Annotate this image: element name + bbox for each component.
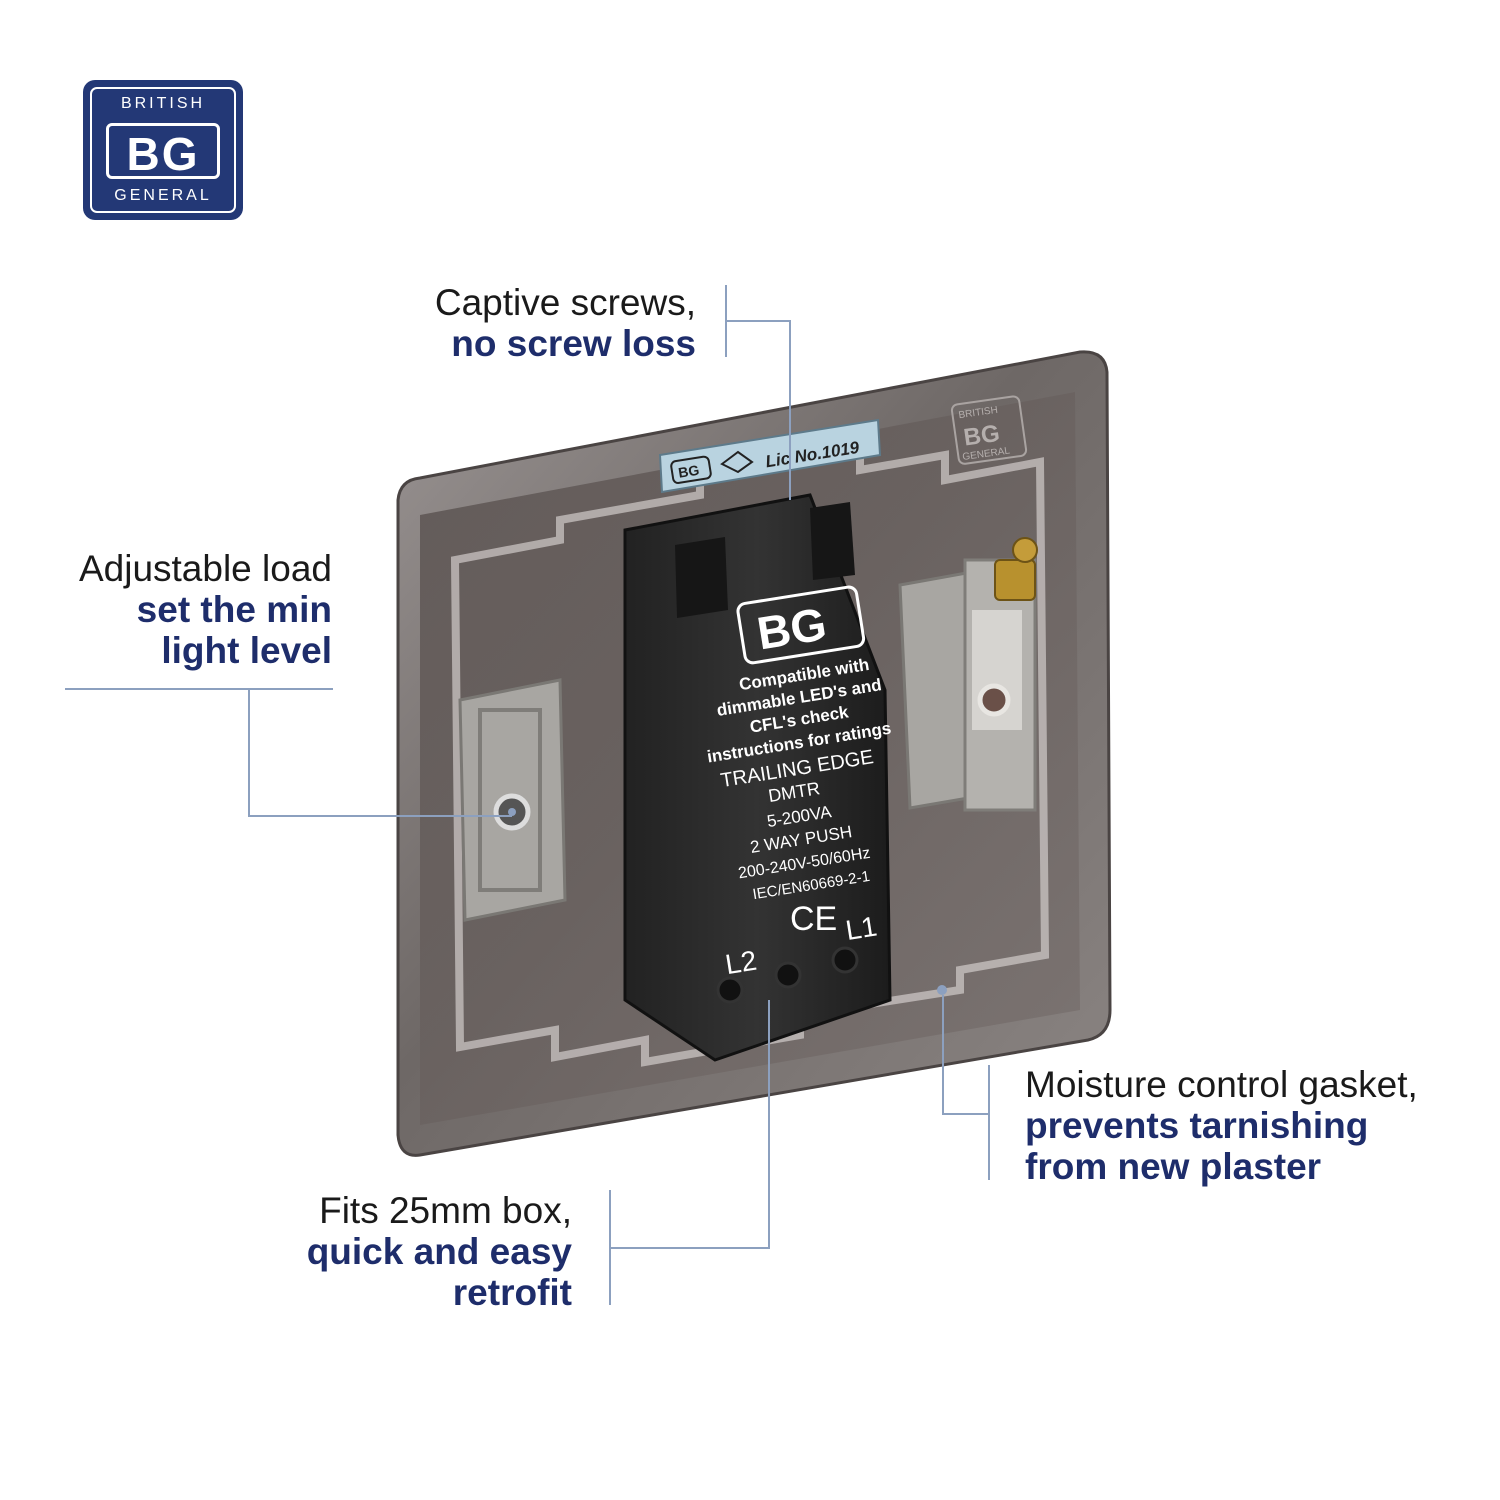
callout-fits-box: Fits 25mm box, quick and easy retrofit	[250, 1190, 572, 1313]
callout-moisture-line3: from new plaster	[1025, 1146, 1322, 1187]
dimmer-module: BG Compatible with dimmable LED's and CF…	[623, 493, 893, 1062]
licence-label: BG Lic No.1019	[658, 418, 882, 494]
callout-fits-line1: Fits 25mm box,	[319, 1190, 572, 1231]
leader-line-moisture-horizontal	[942, 1113, 989, 1115]
mounting-bracket-right	[898, 537, 1038, 812]
corner-bg-logo: BRITISH BG GENERAL	[950, 395, 1028, 465]
leader-line-fits-rise	[768, 1000, 770, 1249]
callout-captive-line1: Captive screws,	[434, 282, 696, 323]
leader-line-fits-vertical	[609, 1190, 611, 1305]
callout-moisture-line1: Moisture control gasket,	[1025, 1064, 1418, 1105]
callout-adjustable-load: Adjustable load set the min light level	[40, 548, 332, 671]
module-bg-logo: BG	[736, 585, 866, 665]
callout-fits-line3: retrofit	[452, 1272, 572, 1313]
logo-top-text: BRITISH	[120, 95, 206, 112]
british-general-logo: BRITISH BG GENERAL	[83, 80, 243, 220]
callout-adjustable-line2: set the min	[136, 589, 332, 630]
terminal-l2-label: L2	[723, 945, 759, 980]
label-bg-badge: BG	[677, 462, 700, 481]
leader-line-fits-horizontal	[611, 1247, 769, 1249]
ce-mark: CE	[790, 900, 837, 938]
logo-border: BRITISH BG GENERAL	[90, 87, 236, 213]
logo-center-text: BG	[106, 123, 220, 180]
callout-moisture-line2: prevents tarnishing	[1025, 1105, 1369, 1146]
mounting-bracket-left	[458, 678, 567, 922]
leader-line-captive-vertical	[725, 285, 727, 357]
callout-captive-screws: Captive screws, no screw loss	[380, 282, 696, 364]
corner-logo-top: BRITISH	[958, 405, 999, 421]
terminal-l1-label: L1	[844, 911, 880, 946]
corner-logo-mid: BG	[962, 420, 1001, 452]
callout-adjustable-line1: Adjustable load	[78, 548, 332, 589]
leader-line-adjustable-drop	[248, 690, 250, 816]
callout-adjustable-line3: light level	[161, 630, 332, 671]
callout-captive-line2: no screw loss	[451, 323, 696, 364]
callout-fits-line2: quick and easy	[306, 1231, 572, 1272]
callout-moisture-gasket: Moisture control gasket, prevents tarnis…	[1025, 1064, 1465, 1187]
leader-line-adjustable-pointer	[248, 815, 512, 817]
leader-line-moisture-vertical	[988, 1065, 990, 1180]
leader-line-captive-drop	[789, 320, 791, 500]
logo-bottom-text: GENERAL	[114, 187, 212, 204]
leader-line-captive-horizontal	[727, 320, 790, 322]
leader-line-moisture-rise	[942, 995, 944, 1114]
leader-line-adjustable-horizontal	[65, 688, 333, 690]
module-brand: BG	[754, 597, 830, 659]
